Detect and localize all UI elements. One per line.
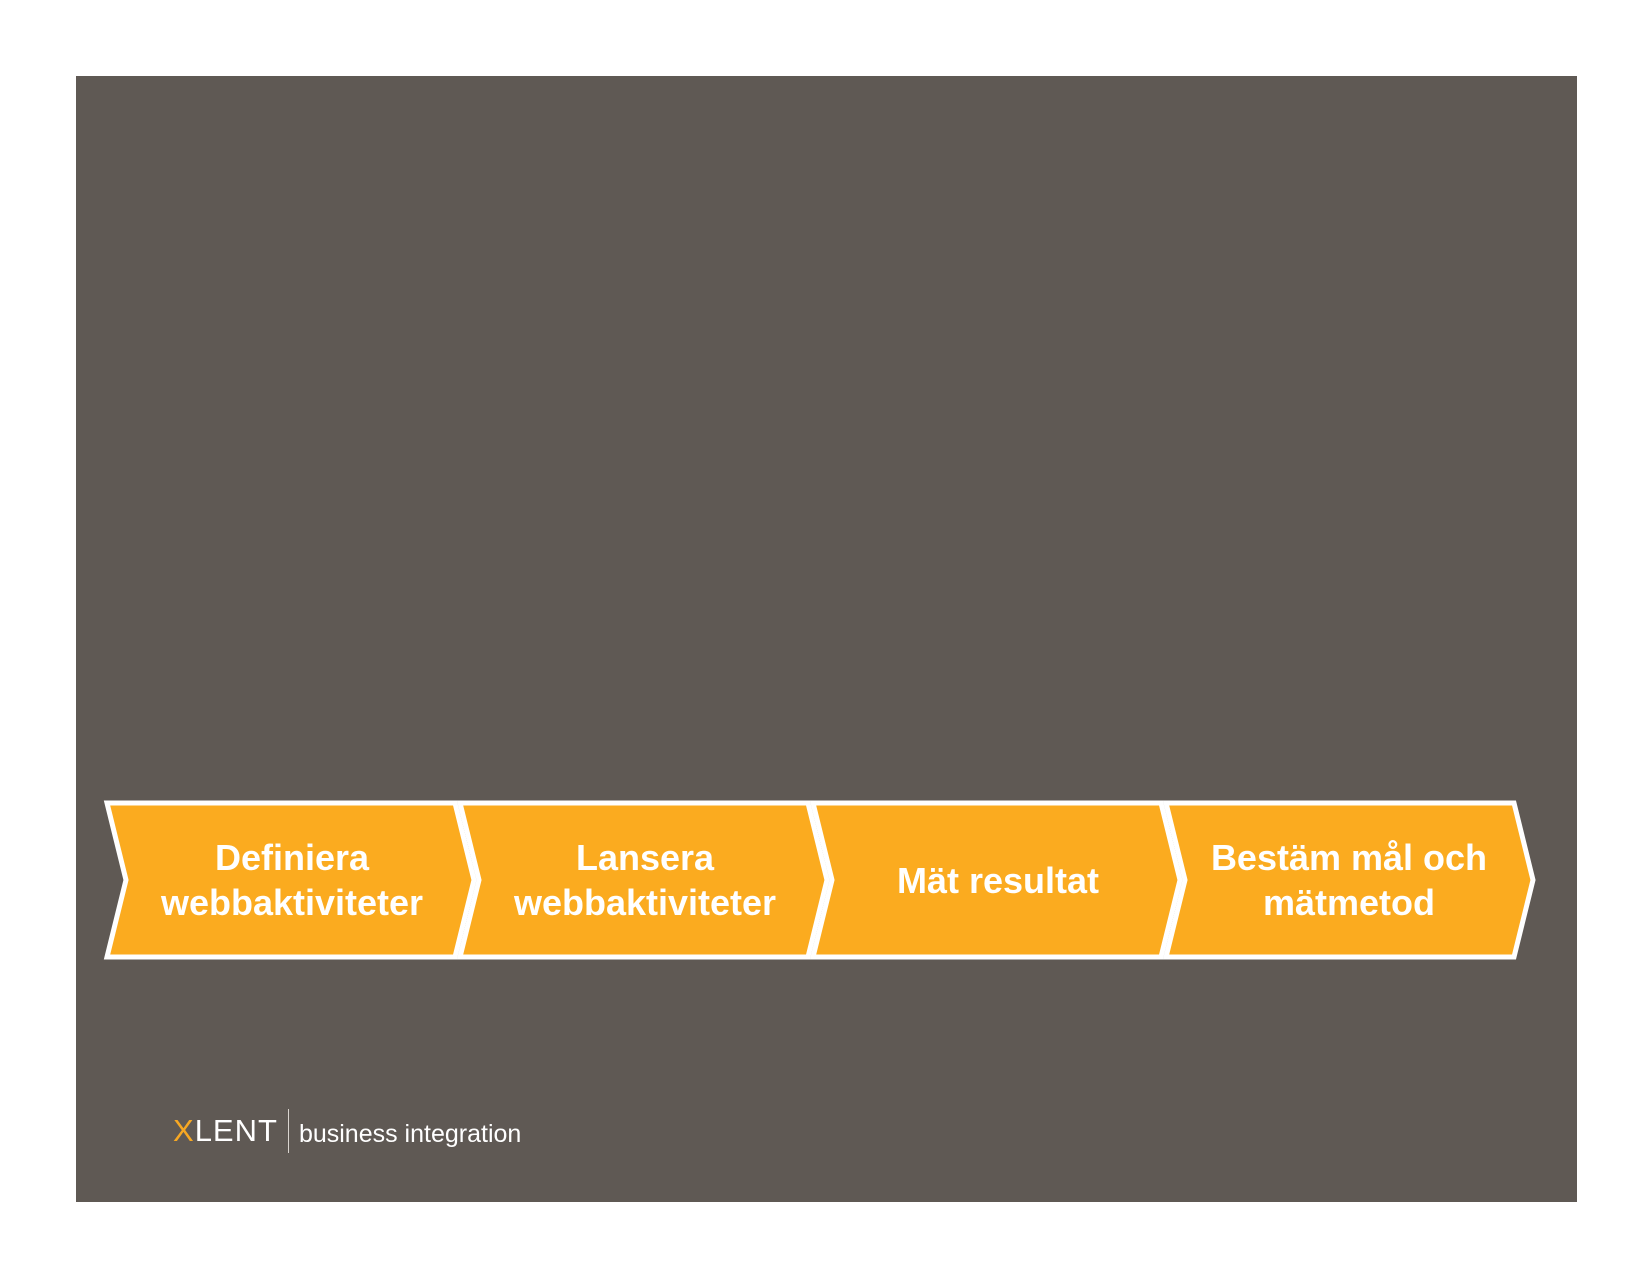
step-4-label: Bestäm mål och mätmetod xyxy=(1199,800,1499,960)
chevron-step-3 xyxy=(809,800,1183,960)
chevron-step-1 xyxy=(103,800,477,960)
chevron-shape-3 xyxy=(809,800,1183,960)
chevron-shape-2 xyxy=(456,800,830,960)
step-4-line-1: Bestäm mål och xyxy=(1210,837,1488,878)
step-4-line-2: mätmetod xyxy=(1262,882,1435,923)
xlent-logo: X LENT business integration xyxy=(173,1108,521,1154)
logo-brand-x: X xyxy=(173,1113,195,1148)
step-1-line-2: webbaktiviteter xyxy=(160,882,424,923)
step-2-line-1: Lansera xyxy=(575,837,715,878)
slide-background xyxy=(76,76,1577,1202)
logo-tagline: business integration xyxy=(298,1119,522,1148)
step-3-label: Mät resultat xyxy=(848,800,1148,960)
logo-divider xyxy=(287,1109,289,1153)
step-2-line-2: webbaktiviteter xyxy=(513,882,777,923)
step-1-label: Definiera webbaktiviteter xyxy=(142,800,442,960)
step-3-line-1: Mät resultat xyxy=(896,859,1100,901)
chevron-step-2 xyxy=(456,800,830,960)
step-2-label: Lansera webbaktiviteter xyxy=(495,800,795,960)
chevron-step-4 xyxy=(1162,800,1536,960)
logo-brand-rest: LENT xyxy=(194,1113,278,1148)
chevron-shape-1 xyxy=(103,800,477,960)
chevron-shape-4 xyxy=(1162,800,1536,960)
step-1-line-1: Definiera xyxy=(214,837,370,878)
